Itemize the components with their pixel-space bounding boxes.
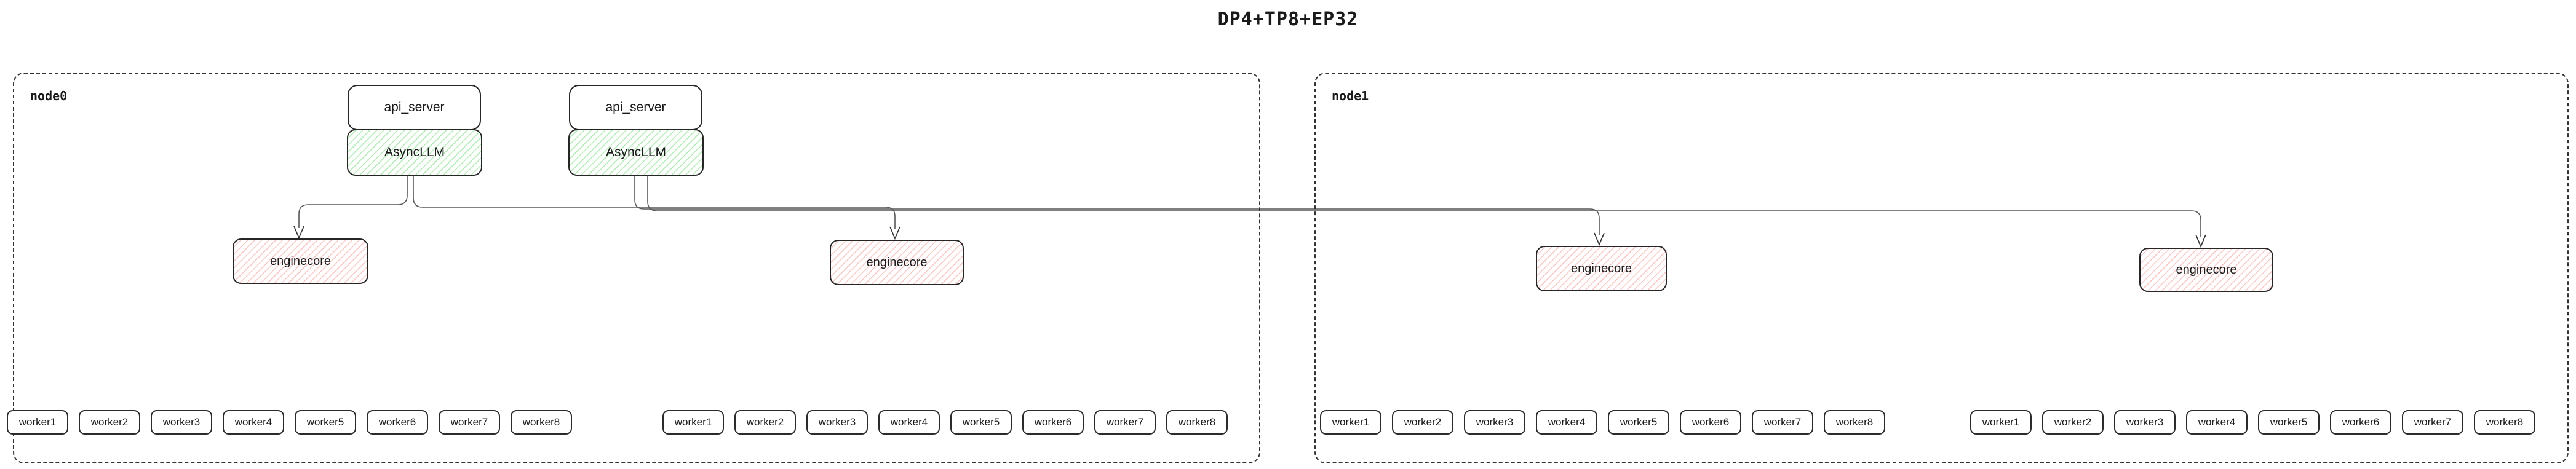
worker-box: worker4 <box>878 410 940 435</box>
worker-box: worker1 <box>1320 410 1381 435</box>
enginecore-box-4: enginecore <box>2139 248 2273 292</box>
worker-box: worker4 <box>1536 410 1597 435</box>
node1-worker-group-2: worker1 worker2 worker3 worker4 worker5 … <box>1970 410 2535 435</box>
worker-box: worker8 <box>2474 410 2535 435</box>
node1-worker-group-1: worker1 worker2 worker3 worker4 worker5 … <box>1320 410 1885 435</box>
worker-box: worker6 <box>1022 410 1084 435</box>
worker-box: worker5 <box>295 410 356 435</box>
worker-box: worker6 <box>2330 410 2391 435</box>
enginecore-box-2: enginecore <box>830 240 964 285</box>
enginecore-box-1: enginecore <box>233 238 368 284</box>
worker-box: worker4 <box>223 410 284 435</box>
worker-box: worker2 <box>79 410 140 435</box>
worker-box: worker2 <box>1392 410 1453 435</box>
worker-box: worker4 <box>2186 410 2248 435</box>
worker-box: worker8 <box>1166 410 1228 435</box>
worker-box: worker3 <box>1464 410 1525 435</box>
node0-worker-group-1: worker1 worker2 worker3 worker4 worker5 … <box>7 410 572 435</box>
worker-box: worker1 <box>1970 410 2032 435</box>
worker-box: worker2 <box>2042 410 2104 435</box>
worker-box: worker7 <box>2402 410 2463 435</box>
worker-box: worker3 <box>2114 410 2176 435</box>
node0-container: node0 <box>13 73 1260 463</box>
worker-box: worker2 <box>734 410 796 435</box>
worker-box: worker6 <box>1680 410 1741 435</box>
worker-box: worker5 <box>1608 410 1669 435</box>
node1-label: node1 <box>1332 89 1369 103</box>
worker-box: worker5 <box>950 410 1012 435</box>
diagram-title: DP4+TP8+EP32 <box>1217 9 1359 30</box>
worker-box: worker8 <box>511 410 572 435</box>
worker-box: worker3 <box>806 410 868 435</box>
api-server-box-1: api_server <box>348 85 481 130</box>
node0-label: node0 <box>30 89 68 103</box>
node0-worker-group-2: worker1 worker2 worker3 worker4 worker5 … <box>662 410 1228 435</box>
asyncllm-box-2: AsyncLLM <box>568 129 704 176</box>
worker-box: worker1 <box>662 410 724 435</box>
asyncllm-box-1: AsyncLLM <box>347 129 482 176</box>
worker-box: worker7 <box>439 410 500 435</box>
api-server-box-2: api_server <box>569 85 702 130</box>
worker-box: worker5 <box>2258 410 2320 435</box>
worker-box: worker8 <box>1824 410 1885 435</box>
worker-box: worker6 <box>367 410 428 435</box>
enginecore-box-3: enginecore <box>1536 246 1667 291</box>
worker-box: worker1 <box>7 410 68 435</box>
worker-box: worker3 <box>151 410 212 435</box>
node1-container: node1 <box>1314 73 2569 463</box>
worker-box: worker7 <box>1752 410 1813 435</box>
worker-box: worker7 <box>1094 410 1156 435</box>
